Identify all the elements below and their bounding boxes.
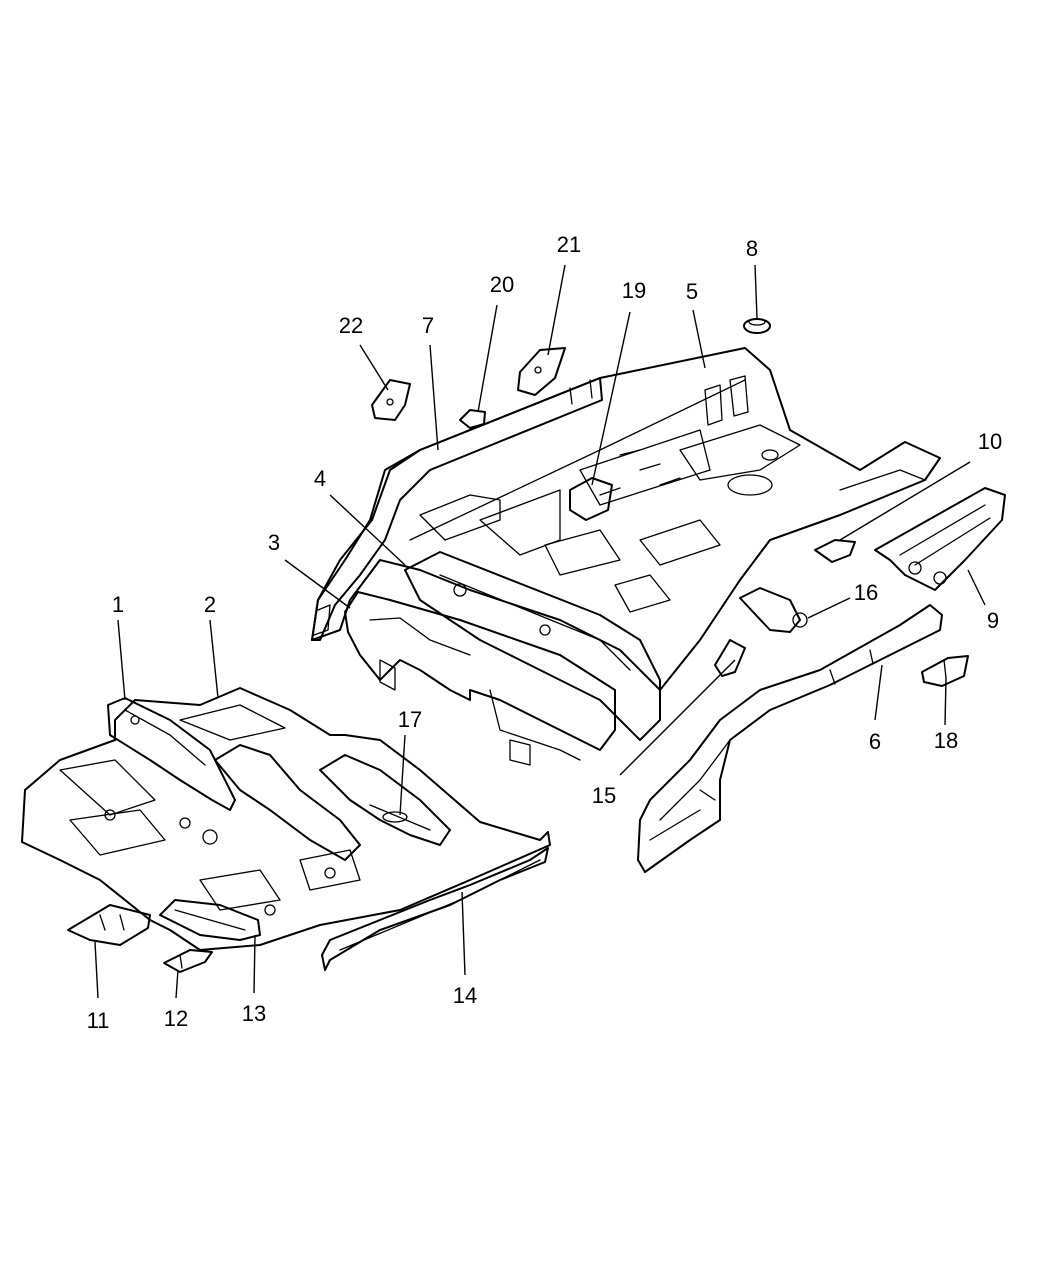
- bracket-part-22[interactable]: [371, 379, 411, 421]
- crossmember-part-3[interactable]: [344, 591, 616, 766]
- callout-20: 20: [490, 272, 514, 297]
- leader-10: [839, 461, 971, 541]
- crossmember-part-4[interactable]: [404, 551, 661, 741]
- leader-13: [253, 934, 256, 994]
- leader-6: [874, 664, 883, 721]
- leader-17: [399, 734, 406, 816]
- callout-9: 9: [987, 608, 999, 633]
- rear-rail-part-6[interactable]: [637, 604, 943, 873]
- callout-1: 1: [112, 592, 124, 617]
- callout-19: 19: [622, 278, 646, 303]
- leader-21: [547, 264, 566, 356]
- leader-lines: [94, 264, 986, 999]
- callout-12: 12: [164, 1006, 188, 1031]
- bracket-part-11[interactable]: [67, 904, 151, 946]
- leader-19: [591, 311, 631, 486]
- clip-part-20[interactable]: [459, 409, 486, 429]
- clip-part-10[interactable]: [814, 539, 856, 563]
- callout-22: 22: [339, 313, 363, 338]
- callout-16: 16: [854, 580, 878, 605]
- leader-20: [477, 304, 498, 413]
- leader-18: [944, 677, 947, 726]
- leader-14: [461, 891, 466, 976]
- callout-10: 10: [978, 429, 1002, 454]
- tunnel-bracket[interactable]: [214, 744, 361, 861]
- callout-7: 7: [422, 313, 434, 338]
- callout-labels: 1 2 3 4 5 6 7 8 9 10 11 12 13 14 15 16 1…: [87, 232, 1003, 1033]
- callout-21: 21: [557, 232, 581, 257]
- callout-6: 6: [869, 729, 881, 754]
- leader-11: [94, 941, 99, 999]
- sill-rail-part-14[interactable]: [321, 847, 549, 971]
- callout-18: 18: [934, 728, 958, 753]
- leader-8: [754, 264, 758, 319]
- leader-22: [359, 344, 389, 391]
- side-rail-part-7[interactable]: [311, 377, 603, 641]
- callout-4: 4: [314, 466, 326, 491]
- leader-9: [967, 569, 986, 606]
- bracket-part-12[interactable]: [163, 949, 213, 973]
- leader-1: [117, 619, 126, 701]
- bracket-part-18[interactable]: [921, 655, 969, 687]
- rail-part-15[interactable]: [714, 639, 746, 677]
- leader-4: [329, 494, 406, 566]
- bracket-part-13[interactable]: [159, 899, 261, 941]
- leader-3: [284, 559, 351, 609]
- callout-17: 17: [398, 707, 422, 732]
- plug-part-8[interactable]: [743, 318, 771, 334]
- bracket-part-9[interactable]: [874, 487, 1006, 591]
- leader-16: [807, 597, 851, 619]
- callout-14: 14: [453, 983, 477, 1008]
- callout-15: 15: [592, 783, 616, 808]
- callout-11: 11: [87, 1008, 110, 1033]
- bracket-part-21[interactable]: [517, 347, 566, 396]
- callout-2: 2: [204, 592, 216, 617]
- bracket-part-16[interactable]: [739, 587, 808, 633]
- callout-5: 5: [686, 279, 698, 304]
- leader-2: [209, 619, 219, 699]
- crossmember-part-1[interactable]: [107, 697, 236, 811]
- leader-12: [175, 969, 179, 999]
- leader-15: [619, 659, 736, 776]
- bracket-part-19[interactable]: [569, 477, 613, 521]
- callout-3: 3: [268, 530, 280, 555]
- callout-13: 13: [242, 1001, 266, 1026]
- crossmember-part-17[interactable]: [319, 754, 451, 846]
- leader-7: [429, 344, 439, 451]
- callout-8: 8: [746, 236, 758, 261]
- leader-5: [692, 309, 706, 369]
- rear-floor-pan-part-5[interactable]: [311, 347, 941, 691]
